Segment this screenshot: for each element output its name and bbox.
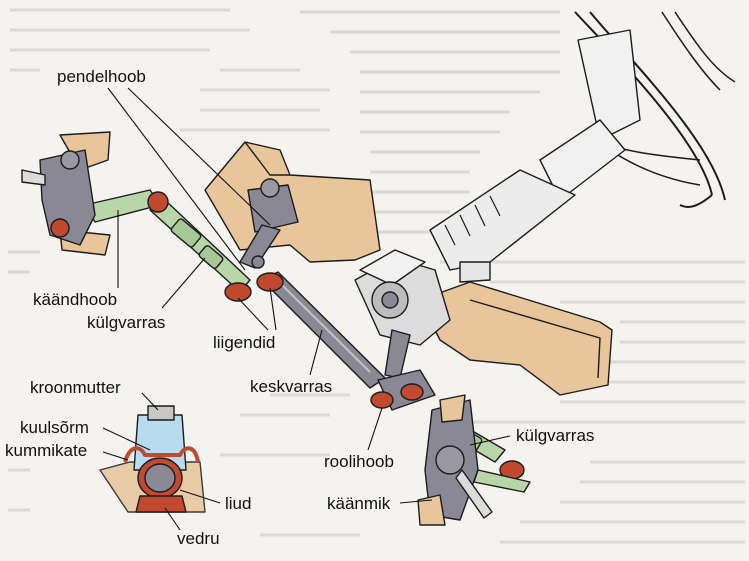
leader-kulgvarras-right [469,435,511,446]
pitman-arm-roolihoob [370,369,436,411]
leader-pendelhoob-b [127,87,271,226]
joints-liigendid [224,255,284,302]
leader-liigendid-b [269,287,277,331]
steering-wheel [574,11,736,208]
leader-kaanmik [399,499,433,504]
label-kuulsorm: kuulsõrm [20,418,89,437]
label-kaandhoob: käändhoob [33,290,117,309]
label-kaanmik: käänmik [327,494,391,513]
steering-column [429,29,701,283]
label-kummikate: kummikate [5,441,87,460]
leader-liud [179,489,221,504]
label-liigendid: liigendid [213,333,275,352]
idler-arm-pendelhoob [239,178,299,269]
steering-knuckle-left [21,149,96,246]
leader-vedru [164,507,181,531]
frame-bracket-right [419,281,613,396]
label-roolihoob: roolihoob [324,452,394,471]
leader-kummikate [102,451,129,461]
label-kroonmutter: kroonmutter [30,378,121,397]
label-liud: liud [225,494,251,513]
steering-arm-left [84,189,169,223]
leader-keskvarras [309,329,323,376]
label-vedru: vedru [177,529,220,548]
leader-pendelhoob-a [107,87,246,271]
leader-lines [102,87,511,531]
background-text-texture [8,8,745,544]
steering-knuckle-right [417,394,531,526]
label-pendelhoob: pendelhoob [57,67,146,86]
ball-joint-inset [99,405,206,513]
label-keskvarras: keskvarras [250,377,332,396]
leader-kulgvarras-left [161,257,206,309]
leader-kroonmutter [141,392,159,411]
leader-liigendid-a [237,297,269,331]
label-kulgvarras-left: külgvarras [87,313,165,332]
labels: pendelhoob käändhoob külgvarras liigendi… [5,67,594,548]
label-kulgvarras-right: külgvarras [516,426,594,445]
leader-kuulsorm [102,427,151,451]
steering-gearbox [354,249,451,379]
leader-roolihoob [367,407,383,451]
